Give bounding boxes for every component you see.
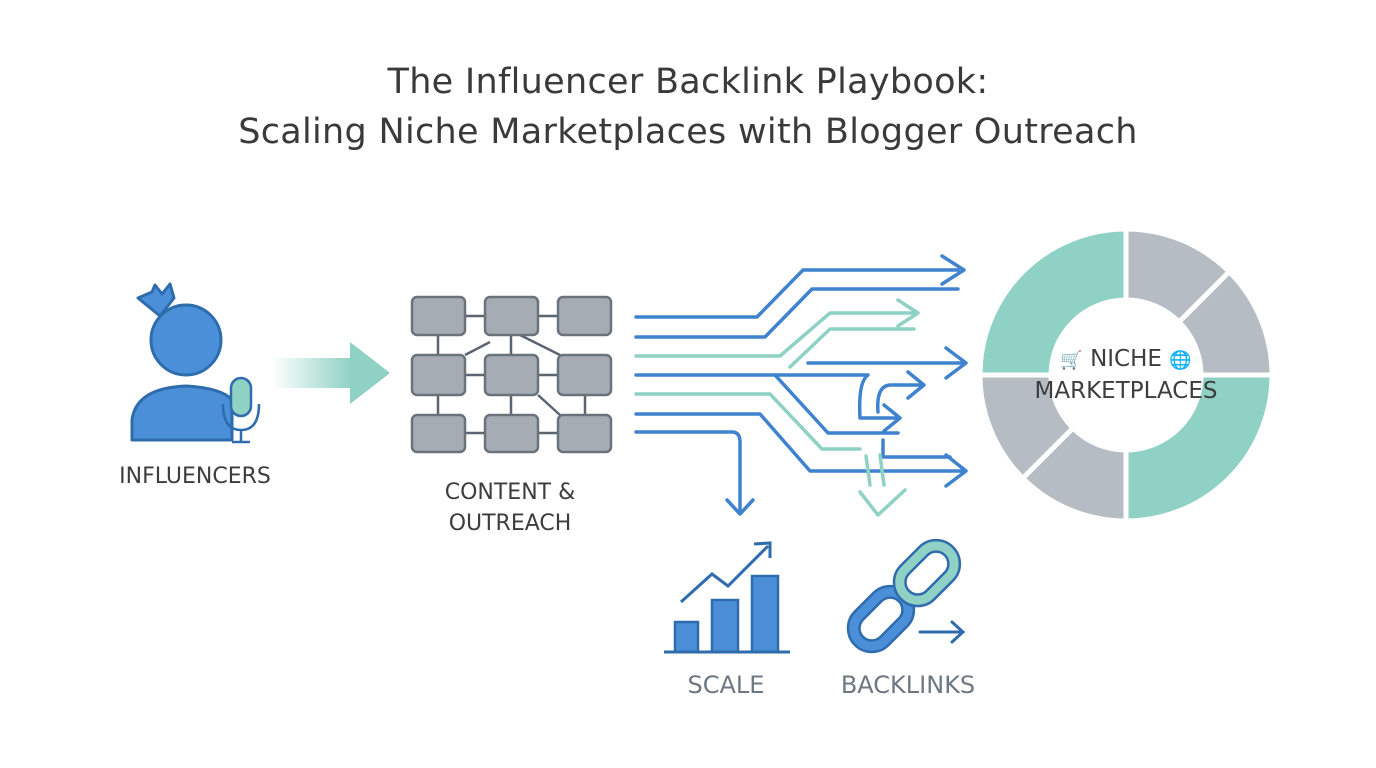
influencers-label: INFLUENCERS bbox=[119, 464, 271, 489]
scale-label: SCALE bbox=[687, 671, 765, 699]
title-line-2: Scaling Niche Marketplaces with Blogger … bbox=[238, 112, 1138, 152]
scale-bar-chart-icon bbox=[664, 541, 790, 654]
market-label-line-1: 🛒 NICHE 🌐 bbox=[1006, 346, 1246, 372]
backlinks-label: BACKLINKS bbox=[840, 671, 976, 699]
donut-segment bbox=[977, 372, 1077, 482]
flow-arrow-influencers-to-content bbox=[272, 342, 390, 404]
title-line-1: The Influencer Backlink Playbook: bbox=[387, 62, 989, 102]
donut-segment bbox=[1123, 372, 1275, 524]
content-label-line-2: OUTREACH bbox=[448, 511, 572, 536]
content-label-line-1: CONTENT & bbox=[444, 480, 576, 505]
influencer-person-icon bbox=[130, 282, 234, 442]
microphone-icon bbox=[221, 376, 261, 444]
donut-segment bbox=[977, 226, 1129, 378]
backlink-chain-icon bbox=[846, 538, 966, 654]
niche-marketplaces-donut bbox=[977, 226, 1275, 524]
outreach-flow-arrows bbox=[634, 254, 968, 517]
globe-icon: 🌐 bbox=[1169, 350, 1192, 371]
market-label-line-2: MARKETPLACES bbox=[1034, 378, 1218, 404]
cart-icon: 🛒 bbox=[1060, 350, 1083, 371]
market-label-text: NICHE bbox=[1090, 346, 1162, 372]
content-network-grid bbox=[410, 295, 613, 454]
